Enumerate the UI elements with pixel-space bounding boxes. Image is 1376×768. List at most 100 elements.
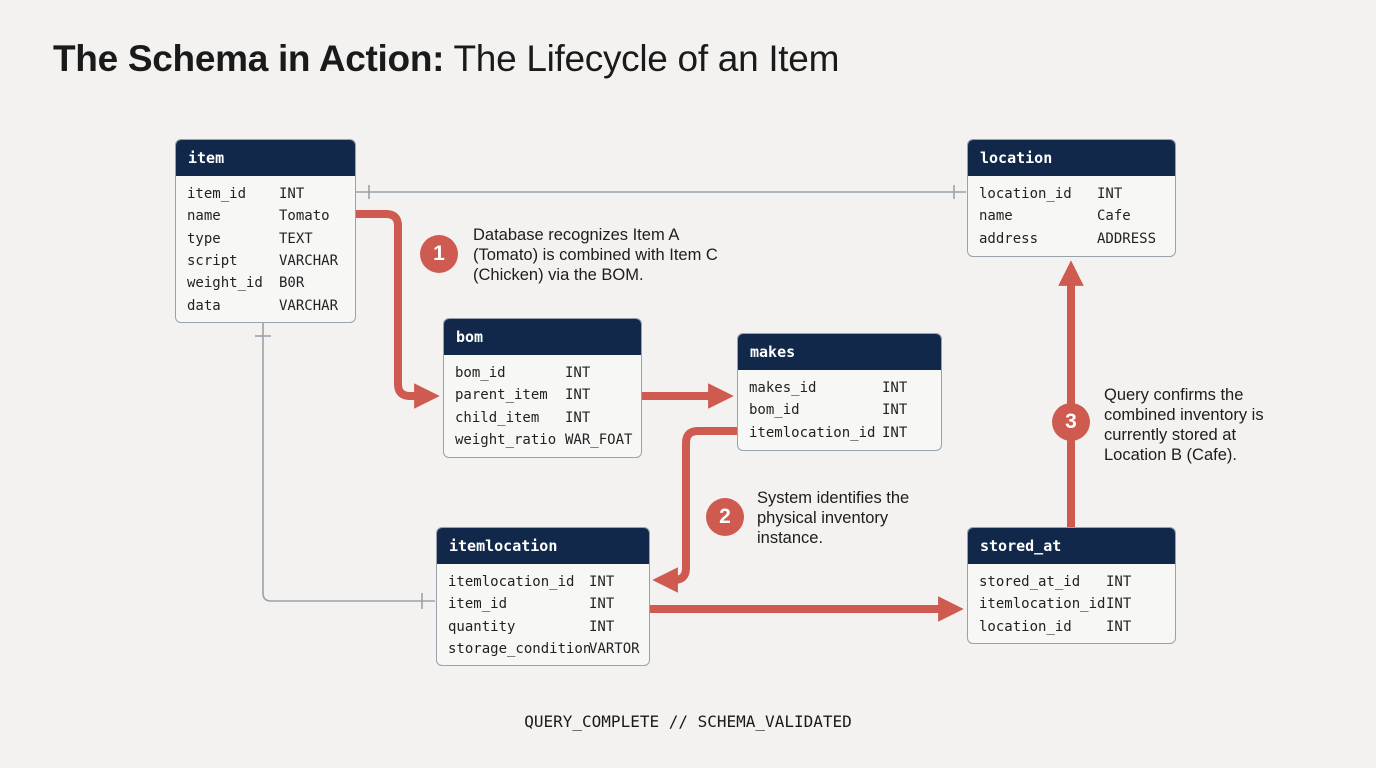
column-name: item_id [187,186,247,203]
table-row: location_id INT [979,183,1164,205]
step-3-badge: 3 [1052,403,1090,441]
table-rows: location_id INT name Cafe address ADDRESS [968,176,1175,256]
table-location: location location_id INT name Cafe address… [967,139,1176,257]
table-row: address ADDRESS [979,228,1164,250]
table-row: stored_at_id INT [979,571,1164,593]
page-title: The Schema in Action: The Lifecycle of a… [53,38,839,80]
column-type: Cafe [1097,208,1131,225]
column-name: bom_id [749,402,800,419]
column-type: WAR_FOAT [565,432,633,449]
column-name: script [187,253,238,270]
table-row: bom_id INT [749,399,930,421]
column-type: INT [565,409,591,426]
relation-item-itemlocation [262,323,435,602]
column-type: INT [1097,186,1123,203]
column-type: INT [279,186,305,203]
title-bold: The Schema in Action: [53,38,445,79]
column-type: INT [882,424,908,441]
column-name: quantity [448,618,516,635]
table-row: weight_id B0R [187,272,344,294]
title-regular: The Lifecycle of an Item [453,38,840,79]
column-name: parent_item [455,387,548,404]
table-row: item_id INT [448,593,638,615]
column-type: INT [1106,618,1132,635]
column-type: INT [882,402,908,419]
column-name: weight_id [187,275,263,292]
table-row: makes_id INT [749,377,930,399]
column-type: VARTOR [589,641,640,658]
column-type: INT [589,618,615,635]
table-header: bom [444,319,641,355]
column-name: weight_ratio [455,432,557,449]
step-3-note: Query confirms the combined inventory is… [1104,386,1264,464]
flow-arrow-makes-to-itemlocation [652,427,737,593]
column-type: VARCHAR [279,253,339,270]
column-type: INT [565,365,591,382]
column-name: data [187,297,221,314]
status-footer: QUERY_COMPLETE // SCHEMA_VALIDATED [524,712,852,731]
table-header: location [968,140,1175,176]
column-name: name [979,208,1013,225]
column-name: storage_condition [448,641,592,658]
column-type: INT [589,596,615,613]
table-row: itemlocation_id INT [749,422,930,444]
column-name: item_id [448,596,508,613]
table-row: bom_id INT [455,362,630,384]
column-type: INT [589,574,615,591]
table-row: data VARCHAR [187,294,344,316]
table-row: weight_ratio WAR_FOAT [455,429,633,451]
table-row: type TEXT [187,228,344,250]
column-type: B0R [279,275,305,292]
column-name: address [979,230,1039,247]
column-name: location_id [979,186,1072,203]
table-header: itemlocation [437,528,649,564]
flow-arrow-item-to-bom [356,210,440,409]
column-type: Tomato [279,208,330,225]
table-row: name Tomato [187,205,344,227]
table-row: parent_item INT [455,384,630,406]
table-header: stored_at [968,528,1175,564]
table-row: item_id INT [187,183,344,205]
column-name: name [187,208,221,225]
table-row: script VARCHAR [187,250,344,272]
table-row: location_id INT [979,616,1164,638]
table-header: makes [738,334,941,370]
column-type: ADDRESS [1097,230,1157,247]
table-row: name Cafe [979,205,1164,227]
step-1-badge: 1 [420,235,458,273]
table-row: child_item INT [455,407,630,429]
column-name: location_id [979,618,1072,635]
column-type: INT [1106,574,1132,591]
table-row: itemlocation_id INT [448,571,638,593]
step-2-badge: 2 [706,498,744,536]
column-type: INT [882,380,908,397]
table-row: quantity INT [448,616,638,638]
column-type: INT [1106,596,1132,613]
column-type: VARCHAR [279,297,339,314]
table-item: item item_id INT name Tomato type TEXT scri… [175,139,356,323]
column-name: itemlocation_id [448,574,575,591]
column-name: type [187,230,221,247]
column-name: makes_id [749,380,817,397]
step-1-note: Database recognizes Item A (Tomato) is c… [473,226,718,284]
column-name: itemlocation_id [749,424,876,441]
column-name: bom_id [455,365,506,382]
step-2-note: System identifies the physical inventory… [757,489,910,547]
column-name: stored_at_id [979,574,1081,591]
table-header: item [176,140,355,176]
column-name: child_item [455,409,540,426]
column-type: TEXT [279,230,313,247]
column-type: INT [565,387,591,404]
